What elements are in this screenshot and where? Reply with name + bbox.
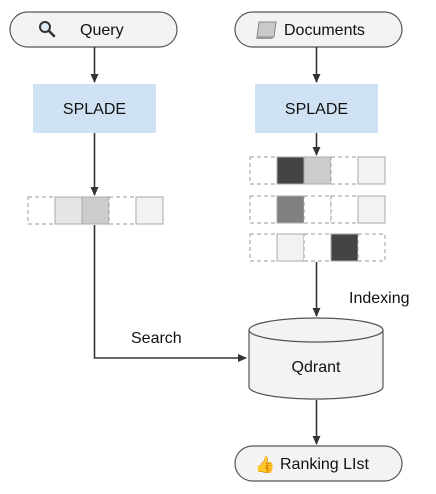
query-sparse-vector bbox=[27, 196, 164, 225]
splade-documents-label: SPLADE bbox=[285, 101, 348, 118]
vector-cell-darkmed bbox=[276, 195, 305, 224]
vector-cell-empty bbox=[330, 156, 359, 185]
documents-node: Documents bbox=[234, 11, 403, 48]
vector-cell-empty bbox=[330, 195, 359, 224]
ranking-list-node: 👍 Ranking LIst bbox=[234, 445, 403, 482]
query-vector-row bbox=[27, 196, 164, 225]
document-vector-row bbox=[249, 156, 386, 185]
vector-cell-faint bbox=[357, 156, 386, 185]
vector-cell-empty bbox=[249, 233, 278, 262]
vector-cell-empty bbox=[108, 196, 137, 225]
qdrant-database: Qdrant bbox=[248, 317, 384, 400]
document-sparse-vectors bbox=[249, 156, 386, 262]
arrows bbox=[90, 47, 321, 445]
vector-cell-faint bbox=[135, 196, 164, 225]
vector-cell-medium bbox=[81, 196, 110, 225]
vector-cell-light bbox=[54, 196, 83, 225]
indexing-edge-label: Indexing bbox=[349, 290, 410, 307]
vector-cell-empty bbox=[303, 233, 332, 262]
splade-query-box: SPLADE bbox=[33, 84, 156, 133]
search-arrow bbox=[93, 225, 247, 362]
vector-cell-medium bbox=[303, 156, 332, 185]
vector-cell-faint bbox=[276, 233, 305, 262]
document-vector-row bbox=[249, 233, 386, 262]
vector-cell-empty bbox=[357, 233, 386, 262]
document-icon bbox=[256, 21, 277, 39]
vector-cell-dark bbox=[330, 233, 359, 262]
query-node: Query bbox=[9, 11, 178, 48]
splade-documents-box: SPLADE bbox=[255, 84, 378, 133]
ranking-list-label: Ranking LIst bbox=[280, 456, 369, 473]
documents-label: Documents bbox=[284, 22, 365, 39]
magnifier-icon bbox=[39, 21, 56, 38]
vector-cell-faint bbox=[357, 195, 386, 224]
thumbs-up-icon: 👍 bbox=[255, 455, 275, 474]
vector-cell-empty bbox=[249, 156, 278, 185]
vector-cell-empty bbox=[27, 196, 56, 225]
search-edge-label: Search bbox=[131, 330, 182, 347]
vector-cell-empty bbox=[303, 195, 332, 224]
document-vector-row bbox=[249, 195, 386, 224]
qdrant-label: Qdrant bbox=[292, 359, 341, 376]
vector-cell-empty bbox=[249, 195, 278, 224]
splade-query-label: SPLADE bbox=[63, 101, 126, 118]
query-label: Query bbox=[80, 22, 124, 39]
vector-cell-dark bbox=[276, 156, 305, 185]
